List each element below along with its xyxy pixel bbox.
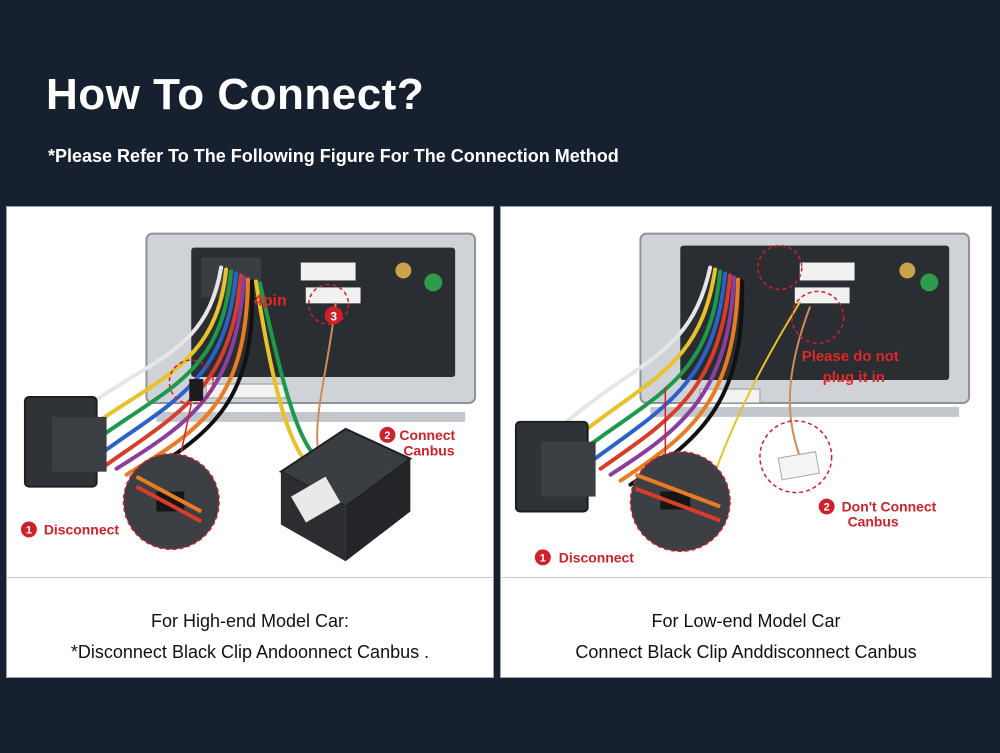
high-end-panel: 3 4pin 2 Connect Canbus 1 Disconnect For… [6, 206, 494, 678]
low-end-panel: Please do not plug it in 2 Don't Connect… [500, 206, 992, 678]
high-end-wiring-photo: 3 4pin 2 Connect Canbus 1 Disconnect [20, 232, 477, 562]
low-end-caption: For Low-end Model Car Connect Black Clip… [501, 577, 991, 677]
step2-line1: Connect [399, 427, 455, 443]
high-end-caption-line1: For High-end Model Car: [150, 611, 350, 631]
pin-label: 4pin [254, 292, 287, 309]
gps-port [920, 273, 939, 292]
warning-line1: Please do not [802, 348, 899, 365]
high-end-caption-line2: *Disconnect Black Clip Andoonnect Canbus… [70, 642, 430, 662]
step2-number: 2 [384, 430, 390, 442]
page-title: How To Connect? [46, 70, 425, 119]
loose-canbus-plug [777, 451, 820, 481]
low-end-caption-line1: For Low-end Model Car [651, 611, 841, 631]
connector-white-top [799, 262, 855, 281]
low-end-wiring-photo: Please do not plug it in 2 Don't Connect… [514, 232, 971, 565]
step1-text: Disconnect [44, 521, 119, 537]
low-end-caption-line2: Connect Black Clip Anddisconnect Canbus [575, 642, 917, 662]
warning-line2: plug it in [823, 369, 885, 386]
page-subtitle: *Please Refer To The Following Figure Fo… [48, 146, 619, 166]
step2-line1: Don't Connect [842, 499, 937, 515]
connector-4pin [305, 287, 361, 304]
step1-text: Disconnect [559, 549, 634, 565]
step2-line2: Canbus [848, 513, 899, 529]
gps-port [424, 273, 443, 292]
connector-white-top [300, 262, 356, 281]
antenna-port [899, 262, 916, 279]
step2-number: 2 [824, 502, 830, 514]
step2-line2: Canbus [403, 443, 454, 459]
step1-number: 1 [26, 524, 32, 536]
step1-number: 1 [540, 552, 546, 564]
high-end-caption: For High-end Model Car: *Disconnect Blac… [7, 577, 493, 677]
step3-number: 3 [330, 309, 337, 323]
antenna-port [395, 262, 412, 279]
head-unit-back [680, 245, 950, 381]
